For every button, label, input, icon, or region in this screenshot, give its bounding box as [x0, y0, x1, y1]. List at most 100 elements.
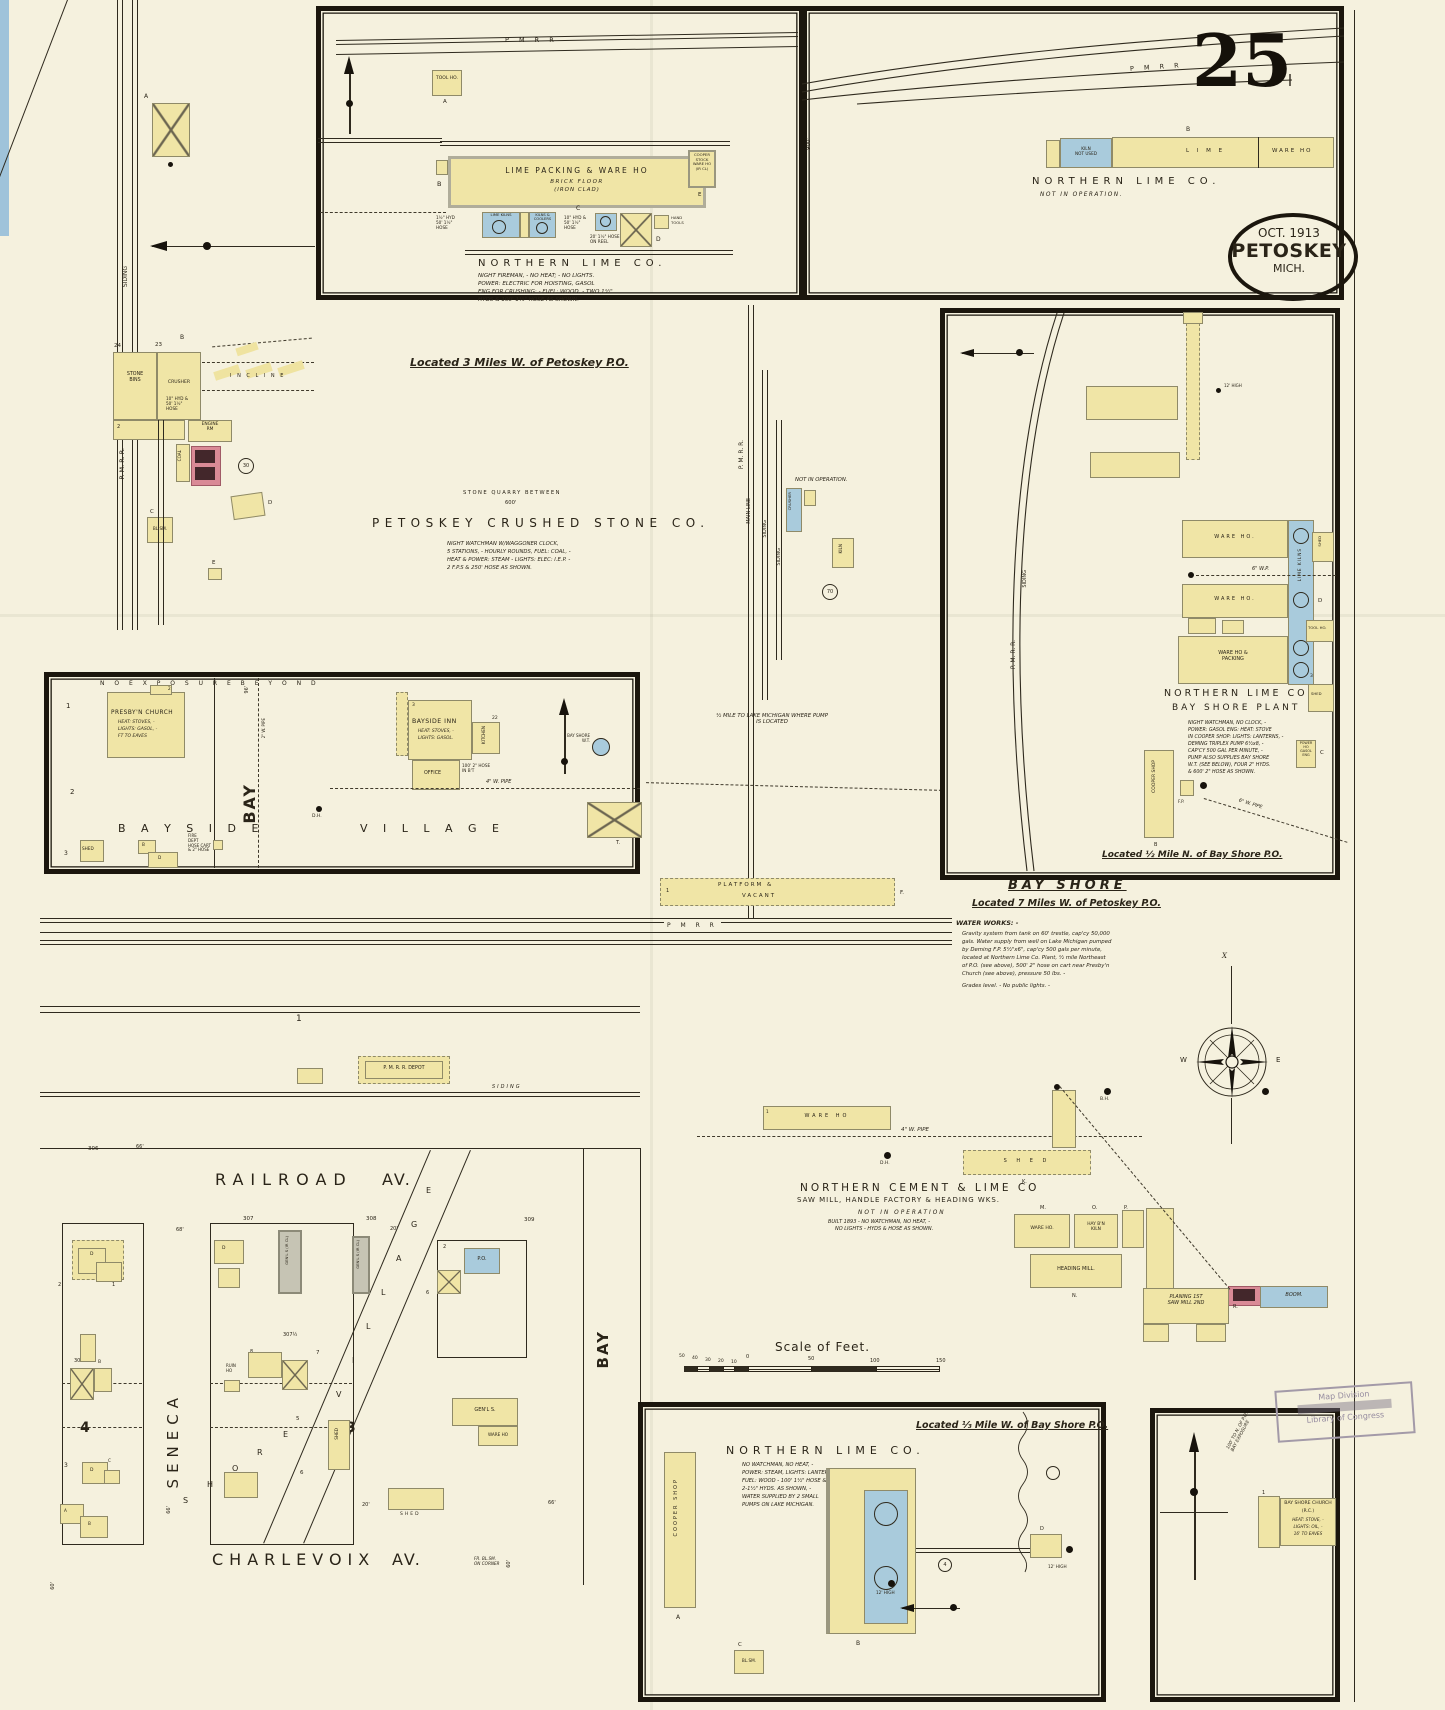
cooper-shop-label: COOPER SHOP: [673, 1478, 679, 1537]
street-line: [583, 1148, 585, 1585]
block-number: 307: [243, 1216, 254, 1222]
block-outline: [62, 1223, 144, 1545]
rail-main: [40, 918, 952, 923]
crusher-label: CRUSHER: [167, 380, 191, 385]
warehouse-label: LIME PACKING & WARE HO: [505, 166, 649, 175]
trestle-head: [1183, 312, 1203, 324]
warehouse-sub2: (IRON CLAD): [554, 187, 600, 193]
main-line-label: MAIN LINE: [746, 498, 752, 524]
village-name-spread: B A Y S I D E: [118, 822, 265, 835]
building-letter: M.: [1040, 1205, 1046, 1211]
scale-tick: 50: [808, 1356, 815, 1362]
pipe-label: 6" W.P.: [1252, 566, 1270, 572]
inn-note: LIGHTS: GASOL.: [418, 736, 454, 741]
scale-tick: 50: [679, 1354, 685, 1359]
building-letter: B: [1154, 842, 1158, 848]
bayshore-located: Located 7 Miles W. of Petoskey P.O.: [972, 898, 1161, 909]
lot-number: 1: [112, 1282, 116, 1288]
dwelling: [218, 1268, 240, 1288]
street-letter: S: [183, 1496, 189, 1505]
post-office: [464, 1248, 500, 1274]
platform-label: PLATFORM &: [718, 882, 774, 888]
lot-number: 2: [117, 424, 121, 430]
hydrant-dot: [1262, 1088, 1269, 1095]
small-building: [297, 1068, 323, 1084]
block-number: 2: [70, 788, 75, 796]
warehouse: [478, 1426, 518, 1446]
general-store-ironclad: [352, 1236, 370, 1294]
dim-label: 66': [166, 1506, 172, 1514]
shed-label: SHED: [334, 1428, 339, 1440]
street-name: AV.: [382, 1170, 412, 1189]
water-works-note: of P.O. (see above), 500' 2" hose on car…: [962, 963, 1110, 969]
office-label: OFFICE: [424, 771, 442, 776]
company-note: NIGHT WATCHMAN W/WAGGONER CLOCK,: [447, 541, 559, 547]
tool-house: [432, 70, 462, 96]
rail-main: [40, 940, 952, 945]
kiln-label: KILN: [838, 544, 843, 554]
cooper-shop: [664, 1452, 696, 1608]
street-letter: R: [257, 1448, 263, 1457]
shed-label: SHED: [82, 846, 94, 851]
street-letter: A: [396, 1254, 402, 1263]
building-letter: A: [144, 93, 149, 100]
north-arrow-line: [1194, 1452, 1196, 1580]
plant-note: PUMP ALSO SUPPLIES BAY SHORE: [1188, 756, 1270, 761]
rail-main-line: [748, 305, 754, 918]
fire-pump-label: F.P.: [1178, 799, 1185, 804]
company-note: POWER: ELECTRIC FOR HOISTING, GASOL: [478, 281, 595, 287]
bin-dot: [1216, 388, 1221, 393]
rail-track: [158, 420, 164, 625]
kiln-circle: [1293, 528, 1309, 544]
west-arrow-head: [150, 241, 167, 251]
building-letter: B: [437, 180, 442, 188]
street-name-seneca: SENECA: [164, 1392, 182, 1489]
dock-trestle: [916, 1548, 1042, 1553]
street-letter: E: [426, 1186, 432, 1195]
coal-label: COAL: [177, 450, 182, 462]
dock-building: [1030, 1534, 1062, 1558]
well-circle: [1046, 1466, 1060, 1480]
church-label: PRESBY'N CHURCH: [111, 710, 174, 716]
ware-ho-label: WARE HO: [1272, 148, 1313, 154]
lot-number: 24: [114, 343, 121, 349]
well-number: 70: [826, 589, 834, 595]
church-note: HEAT: STOVE, -: [1292, 1517, 1324, 1522]
pipe-label: 2" W. PIPE: [261, 718, 266, 739]
located-note: Located ⅓ Mile W. of Bay Shore P.O.: [916, 1420, 1109, 1431]
building-letter: C: [1320, 750, 1324, 756]
building: [1122, 1210, 1144, 1248]
crusher-building: [157, 352, 201, 420]
lime-label: L I M E: [1186, 148, 1226, 154]
lime-packing-warehouse: [448, 156, 706, 208]
building-letter: P.: [1124, 1205, 1128, 1211]
general-store-ironclad: [278, 1230, 302, 1294]
arrow-dot: [346, 100, 353, 107]
rail-line: [465, 250, 733, 255]
boiler: [195, 467, 215, 480]
shed-tall: [328, 1420, 350, 1470]
fire-dept-note: FIRE DEPT HOSE CART & 2" HOSE: [188, 833, 211, 853]
company-note: PUMPS ON LAKE MICHIGAN.: [742, 1502, 815, 1508]
stone-crusher-label: CRUSHER: [787, 492, 792, 511]
street-name: RAILROAD: [215, 1170, 353, 1189]
car-shed: [230, 491, 266, 521]
rail-main: [40, 932, 952, 934]
street-letter: L: [381, 1288, 386, 1297]
dwelling: [138, 840, 156, 854]
dwelling: [78, 1248, 106, 1274]
scale-tick: 100: [870, 1358, 880, 1364]
general-store-label: GEN'L S.: [474, 1407, 496, 1413]
water-pipe-dashed: [330, 788, 640, 789]
small-building: [208, 568, 222, 580]
lime-kilns-label: LIME KILNS: [490, 212, 512, 217]
dwelling: [214, 1240, 244, 1264]
company-note: 5 STATIONS, - HOURLY ROUNDS, FUEL: COAL,…: [447, 549, 571, 555]
well-circle-70: 70: [822, 584, 838, 600]
water-works-note: by Deming F.P. 5½"x6", cap'cy 500 gals p…: [962, 947, 1102, 953]
dim-label: 20': [390, 1226, 398, 1232]
plant-note: DEMING TRIPLEX PUMP 6½x8, -: [1188, 742, 1264, 747]
building-letter: D: [656, 236, 661, 243]
small-building: [224, 1380, 240, 1392]
pmrr-label: P. M. R. R.: [118, 448, 126, 480]
